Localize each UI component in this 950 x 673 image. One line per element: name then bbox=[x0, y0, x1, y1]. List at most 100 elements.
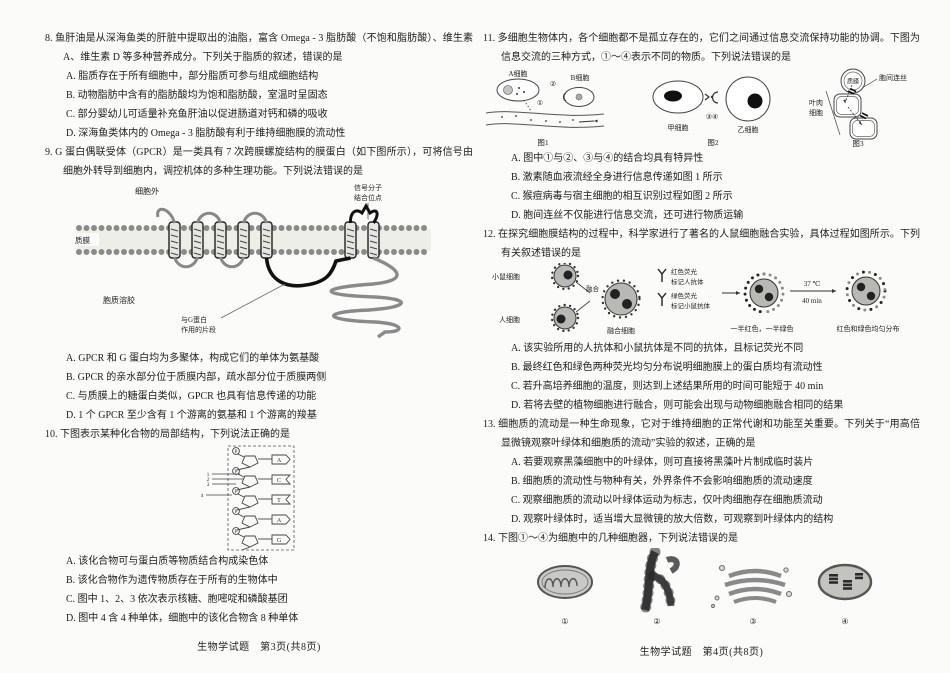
label-fuse: 融合 bbox=[586, 284, 600, 293]
dna-figure: P P P P P A C T A G bbox=[45, 444, 473, 552]
question-9-options: A. GPCR 和 G 蛋白均为多聚体，构成它们的单体为氨基酸 B. GPCR … bbox=[45, 349, 473, 425]
cell-communication-diagram: A细胞 ① ② B细胞 bbox=[485, 68, 907, 148]
fused-cell: 融合细胞 bbox=[600, 279, 641, 335]
label-signal-site-1: 信号分子 bbox=[354, 183, 382, 192]
option-a: A. GPCR 和 G 蛋白均为多聚体，构成它们的单体为氨基酸 bbox=[66, 353, 320, 364]
question-13-options: A. 若要观察黑藻细胞中的叶绿体，则可直接将黑藻叶片制成临时装片 B. 细胞质的… bbox=[483, 453, 920, 529]
question-10-stem: 10. 下图表示某种化合物的局部结构，下列说法正确的是 bbox=[45, 429, 290, 440]
option-b: B. 最终红色和绿色两种荧光均匀分布说明细胞膜上的蛋白质均有流动性 bbox=[511, 362, 823, 373]
label-signal-site-2: 结合位点 bbox=[354, 193, 382, 202]
svg-text:人细胞: 人细胞 bbox=[499, 315, 520, 324]
fig1-caption: 图1 bbox=[537, 138, 548, 147]
callout-4: 4 bbox=[201, 494, 204, 499]
c-terminal-tail bbox=[329, 256, 403, 339]
question-10: 10. 下图表示某种化合物的局部结构，下列说法正确的是 bbox=[45, 425, 473, 628]
question-9-stem: 9. G 蛋白偶联受体（GPCR）是一类具有 7 次跨膜螺旋结构的膜蛋白（如下图… bbox=[45, 147, 473, 177]
question-11-options: A. 图中①与②、③与④的结合均具有特异性 B. 激素随血液流经全身进行信息传递… bbox=[483, 149, 920, 225]
question-8: 8. 鱼肝油是从深海鱼类的肝脏中提取出的油脂，富含 Omega - 3 脂肪酸（… bbox=[45, 29, 473, 143]
option-c: C. 观察细胞质的流动以叶绿体运动为标志，仅叶肉细胞存在细胞质流动 bbox=[511, 495, 823, 506]
half-half-cell: 一半红色，一半绿色 bbox=[730, 272, 793, 333]
mitochondrion bbox=[536, 565, 593, 599]
label-green-fluor: 绿色荧光 bbox=[671, 291, 698, 300]
callout-2: 2 bbox=[207, 478, 210, 483]
option-c: C. 部分婴幼儿可适量补充鱼肝油以促进肠道对钙和磷的吸收 bbox=[66, 109, 328, 120]
cell-communication-figure: A细胞 ① ② B细胞 bbox=[483, 67, 920, 149]
question-12-stem: 12. 在探究细胞膜结构的过程中，科学家进行了著名的人鼠细胞融合实验，具体过程如… bbox=[483, 229, 920, 259]
question-13-stem: 13. 细胞质的流动是一种生命现象，它对于维持细胞的正常代谢和功能至关重要。下列… bbox=[483, 419, 920, 449]
organelle-3-number: ③ bbox=[749, 617, 756, 626]
option-d: D. 观察叶绿体时，适当增大显微镜的放大倍数，可观察到叶绿体内的结构 bbox=[511, 514, 834, 525]
question-14-stem: 14. 下图①～④为细胞中的几种细胞器，下列说法错误的是 bbox=[483, 533, 738, 544]
option-c: C. 图中 1、2、3 依次表示核糖、胞嘧啶和磷酸基团 bbox=[66, 594, 288, 605]
option-d: D. 深海鱼类体内的 Omega - 3 脂肪酸有利于维持细胞膜的流动性 bbox=[66, 128, 346, 139]
svg-text:一半红色，一半绿色: 一半红色，一半绿色 bbox=[730, 324, 793, 333]
label-cell-jia: 甲细胞 bbox=[667, 123, 688, 132]
fig1-endocrine: A细胞 ① ② B细胞 bbox=[485, 69, 604, 147]
label-gprotein-site-1: 与G蛋白 bbox=[181, 315, 207, 324]
g-protein-loop bbox=[264, 256, 351, 288]
callout-3: 3 bbox=[207, 483, 210, 488]
label-temp: 37 ℃ bbox=[803, 280, 820, 288]
option-c: C. 与质膜上的糖蛋白类似，GPCR 也具有信息传递的功能 bbox=[66, 391, 317, 402]
mouse-cell: 小鼠细胞 bbox=[492, 263, 579, 291]
callout-numbers bbox=[206, 473, 244, 496]
page-3-footer: 生物学试题 第3页(共8页) bbox=[197, 642, 321, 653]
label-gprotein-site-2: 作用的片段 bbox=[181, 325, 216, 334]
cell-fusion-figure: 小鼠细胞 人细胞 融合 bbox=[483, 263, 920, 339]
svg-text:G: G bbox=[277, 538, 282, 544]
option-a: A. 若要观察黑藻细胞中的叶绿体，则可直接将黑藻叶片制成临时装片 bbox=[511, 457, 814, 468]
label-mesophyll-1: 叶肉 bbox=[809, 98, 823, 107]
markers-3-4: ③④ bbox=[705, 113, 718, 121]
gpcr-figure: 细胞外 信号分子 结合位点 质膜 bbox=[45, 181, 473, 349]
question-8-stem: 8. 鱼肝油是从深海鱼类的肝脏中提取出的油脂，富含 Omega - 3 脂肪酸（… bbox=[45, 33, 473, 63]
option-d: D. 若将去壁的植物细胞进行融合，则可能会出现与动物细胞融合相同的结果 bbox=[511, 400, 844, 411]
exam-page-3: 8. 鱼肝油是从深海鱼类的肝脏中提取出的油脂，富含 Omega - 3 脂肪酸（… bbox=[45, 0, 473, 673]
svg-text:C: C bbox=[277, 478, 281, 484]
question-11-stem: 11. 多细胞生物体内，各个细胞都不是孤立存在的，它们之间通过信息交流保持功能的… bbox=[483, 33, 920, 63]
svg-text:T: T bbox=[277, 498, 281, 504]
organelles-diagram: ① ② bbox=[536, 548, 872, 626]
label-cytosol: 胞质溶胶 bbox=[103, 295, 135, 305]
label-cell-A: A细胞 bbox=[508, 69, 527, 78]
label-extracellular: 细胞外 bbox=[135, 186, 159, 196]
question-12: 12. 在探究细胞膜结构的过程中，科学家进行了著名的人鼠细胞融合实验，具体过程如… bbox=[483, 225, 920, 415]
fig3-caption: 图3 bbox=[852, 139, 863, 148]
option-b: B. 动物脂肪中含有的脂肪酸均为饱和脂肪酸，室温时呈固态 bbox=[66, 90, 328, 101]
option-b: B. 该化合物作为遗传物质存在于所有的生物体中 bbox=[66, 575, 278, 586]
option-d: D. 图中 4 含 4 种单体，细胞中的该化合物含 8 种单体 bbox=[66, 613, 299, 624]
label-plasmodesmata: 胞间连丝 bbox=[879, 73, 907, 82]
label-mesophyll-2: 细胞 bbox=[809, 108, 823, 117]
base-letters: A C T A G bbox=[277, 458, 282, 544]
antibody-legend: 红色荧光 标记人抗体 绿色荧光 标记小鼠抗体 bbox=[656, 267, 710, 310]
label-time: 40 min bbox=[802, 297, 822, 305]
option-b: B. 细胞质的流动性与物种有关，外界条件不会影响细胞质的流动速度 bbox=[511, 476, 813, 487]
question-14: 14. 下图①～④为细胞中的几种细胞器，下列说法错误的是 ① bbox=[483, 529, 920, 628]
label-cell-B: B细胞 bbox=[570, 73, 589, 82]
gpcr-diagram: 细胞外 信号分子 结合位点 质膜 bbox=[73, 183, 434, 339]
option-c: C. 若升高培养细胞的温度，则达到上述结果所用的时间可能短于 40 min bbox=[511, 381, 824, 392]
phosphate-labels: P P P P P bbox=[235, 450, 238, 535]
fig3-plasmodesmata: 质膜 胞间连丝 bbox=[809, 68, 907, 148]
dna-strand-diagram: P P P P P A C T A G bbox=[201, 445, 295, 551]
label-cell-yi: 乙细胞 bbox=[737, 125, 758, 134]
question-11: 11. 多细胞生物体内，各个细胞都不是孤立存在的，它们之间通过信息交流保持功能的… bbox=[483, 29, 920, 225]
question-8-options: A. 脂质存在于所有细胞中，部分脂质可参与组成细胞结构 B. 动物脂肪中含有的脂… bbox=[45, 67, 473, 143]
marker-1: ① bbox=[536, 99, 542, 107]
marker-2: ② bbox=[549, 80, 555, 88]
protein-loops bbox=[156, 207, 268, 269]
label-red-fluor: 红色荧光 bbox=[671, 267, 698, 276]
svg-text:P: P bbox=[235, 490, 238, 495]
option-a: A. 脂质存在于所有细胞中，部分脂质可参与组成细胞结构 bbox=[66, 71, 319, 82]
svg-text:A: A bbox=[277, 518, 282, 524]
organelle-4-number: ④ bbox=[841, 617, 848, 626]
label-plasma-membrane: 质膜 bbox=[846, 78, 858, 86]
callout-1: 1 bbox=[207, 473, 210, 478]
option-a: A. 该实验所用的人抗体和小鼠抗体是不同的抗体，且标记荧光不同 bbox=[511, 343, 804, 354]
signal-binding-notch bbox=[348, 202, 379, 224]
svg-text:P: P bbox=[235, 450, 238, 455]
exam-page-4: 11. 多细胞生物体内，各个细胞都不是孤立存在的，它们之间通过信息交流保持功能的… bbox=[483, 0, 920, 673]
svg-text:P: P bbox=[235, 510, 238, 515]
organelle-1-number: ① bbox=[561, 617, 568, 626]
organelles-figure: ① ② bbox=[483, 548, 920, 628]
rough-er bbox=[639, 548, 680, 616]
